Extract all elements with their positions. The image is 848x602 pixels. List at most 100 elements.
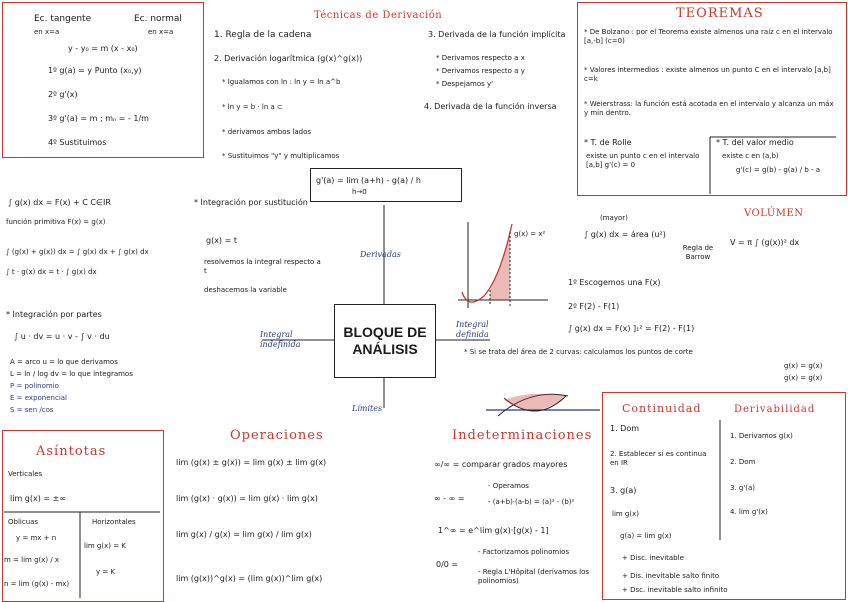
derivative-limit: h→0: [352, 188, 367, 196]
integral-const: ∫ t · g(x) dx = t · ∫ g(x) dx: [6, 268, 97, 276]
indet-4b: - Regla L'Hôpital (derivamos los polinom…: [478, 568, 590, 585]
parabola-graph: [458, 222, 548, 308]
operacion-2: lim (g(x) · g(x)) = lim g(x) · lim g(x): [176, 494, 318, 503]
operacion-4: lim (g(x))^g(x) = (lim g(x))^lim g(x): [176, 574, 323, 583]
oblicuas-formula-1: y = mx + n: [16, 534, 57, 542]
branch-integral-definida: Integral definida: [456, 320, 489, 339]
derivative-definition: g'(a) = lim (a+h) - g(a) / h: [316, 176, 421, 185]
indeterminaciones-title: Indeterminaciones: [452, 428, 593, 443]
discont-1: + Disc. inevitable: [622, 554, 684, 562]
continuidad-5: g(a) = lim g(x): [620, 532, 672, 540]
derivative-definition-box: [310, 168, 462, 202]
bolzano: * De Bolzano : por el Teorema existe alm…: [584, 28, 833, 45]
asintotas-title: Asíntotas: [36, 444, 107, 459]
sustitucion-title: * Integración por sustitución: [194, 198, 308, 207]
tecnica-2a: * Igualamos con ln : ln y = ln a^b: [222, 78, 341, 86]
partes-title: * Integración por partes: [6, 310, 102, 319]
integral-primitive: ∫ g(x) dx = F(x) + C C∈IR: [8, 198, 111, 207]
partes-formula: ∫ u · dv = u · v - ∫ v · du: [14, 332, 110, 341]
indet-2b: - (a+b)·(a-b) = (a)² - (b)²: [488, 498, 575, 506]
valores-intermedios: * Valores intermedios : existe almenos u…: [584, 66, 831, 83]
normal-heading: Ec. normal: [134, 14, 182, 24]
volumen-title: VOLÚMEN: [744, 208, 804, 219]
integral-mayor: (mayor): [600, 214, 628, 222]
indet-2: ∞ - ∞ =: [434, 494, 465, 503]
two-curves: * Si se trata del área de 2 curvas: calc…: [464, 348, 693, 356]
horizontales-label: Horizontales: [92, 518, 136, 526]
tecnica-3b: * Derivamos respecto a y: [436, 67, 525, 75]
derivabilidad-2: 2. Dom: [730, 458, 756, 466]
indet-3: 1^∞ = e^lim g(x)·[g(x) - 1]: [438, 526, 549, 535]
tecnica-2d: * Sustituimos "y" y multiplicamos: [222, 152, 340, 160]
tangent-at: en x=a: [34, 28, 60, 36]
teoremas-box: [577, 2, 847, 196]
continuidad-2: 2. Establecer si es continua en IR: [610, 450, 707, 467]
integral-area: ∫ g(x) dx = área (u²): [584, 230, 666, 239]
discont-2: + Dis. inevitable salto finito: [622, 572, 720, 580]
rolle-desc: existe un punto c en el intervalo [a,b] …: [586, 152, 700, 169]
continuidad-1: 1. Dom: [610, 424, 640, 433]
barrow-step-2: 2º F(2) - F(1): [568, 302, 620, 311]
tvm-desc: existe c en (a,b): [722, 152, 779, 160]
derivabilidad-3: 3. g'(a): [730, 484, 756, 492]
volumen-formula: V = π ∫ (g(x))² dx: [730, 238, 800, 247]
branch-limites: Límites: [352, 404, 383, 413]
derivabilidad-title: Derivabilidad: [734, 404, 816, 415]
weierstrass: * Weierstrass: la función está acotada e…: [584, 100, 834, 117]
indet-4: 0/0 =: [436, 560, 459, 569]
sustitucion-3: deshacemos la variable: [204, 286, 287, 294]
continuidad-title: Continuidad: [622, 402, 702, 415]
continuidad-3: 3. g(a): [610, 486, 637, 495]
operacion-3: lim g(x) / g(x) = lim g(x) / lim g(x): [176, 530, 312, 539]
tecnica-2c: * derivamos ambos lados: [222, 128, 312, 136]
branch-integral-indefinida: Integral indefinida: [260, 330, 301, 349]
tangent-step-2: 2º g'(x): [48, 90, 78, 99]
center-line-2: ANÁLISIS: [352, 341, 418, 357]
tecnica-1: 1. Regla de la cadena: [214, 30, 312, 40]
primitive-def: función primitiva F(x) = g(x): [6, 218, 106, 226]
indet-1: ∞/∞ = comparar grados mayores: [434, 460, 568, 469]
tangent-step-4: 4º Sustituimos: [48, 138, 107, 147]
sustitucion-2: resolvemos la integral respecto a t: [204, 258, 321, 275]
alpes-2: L = ln / log dv = lo que integramos: [10, 370, 133, 378]
tangent-step-3: 3º g'(a) = m ; mₙ = - 1/m: [48, 114, 149, 123]
alpes-5: S = sen /cos: [10, 406, 54, 414]
two-curves-graph: [486, 393, 600, 417]
tecnica-3: 3. Derivada de la función implícita: [428, 30, 566, 39]
alpes-4: E = exponencial: [10, 394, 67, 402]
tecnica-4: 4. Derivada de la función inversa: [424, 102, 557, 111]
cut-1: g(x) = g(x): [784, 362, 823, 370]
branch-derivadas: Derivadas: [360, 250, 401, 259]
discont-3: + Dsc. inevitable salto infinito: [622, 586, 728, 594]
sustitucion-1: g(x) = t: [206, 236, 237, 245]
operaciones-title: Operaciones: [230, 428, 324, 443]
rolle-title: * T. de Rolle: [584, 138, 632, 147]
tecnicas-title: Técnicas de Derivación: [314, 10, 443, 21]
horizontales-formula-2: y = K: [96, 568, 116, 576]
verticales-label: Verticales: [8, 470, 43, 478]
derivabilidad-1: 1. Derivamos g(x): [730, 432, 793, 440]
continuidad-4: lim g(x): [612, 510, 639, 518]
alpes-3: P = polinomio: [10, 382, 59, 390]
center-line-1: BLOQUE DE: [343, 324, 427, 341]
continuidad-box: [602, 392, 846, 600]
oblicuas-label: Oblicuas: [8, 518, 39, 526]
tvm-title: * T. del valor medio: [716, 138, 794, 147]
teoremas-title: TEOREMAS: [676, 6, 764, 21]
horizontales-formula-1: lim g(x) = K: [84, 542, 126, 550]
tangent-box: [2, 2, 204, 158]
tangent-formula: y - y₀ = m (x - x₀): [68, 44, 138, 53]
barrow-step-1: 1º Escogemos una F(x): [568, 278, 661, 287]
tecnica-3c: * Despejamos y': [436, 80, 494, 88]
graph-function-label: g(x) = x²: [514, 230, 546, 238]
derivabilidad-4: 4. lim g'(x): [730, 508, 768, 516]
integral-sum: ∫ (g(x) + g(x)) dx = ∫ g(x) dx + ∫ g(x) …: [6, 248, 149, 256]
barrow-step-3: ∫ g(x) dx = F(x) ]₁² = F(2) - F(1): [568, 324, 695, 333]
normal-at: en x=a: [148, 28, 174, 36]
indet-4a: - Factorizamos polinomios: [478, 548, 570, 556]
oblicuas-formula-2: m = lim g(x) / x: [4, 556, 60, 564]
cut-2: g(x) = g(x): [784, 374, 823, 382]
barrow: Regla de Barrow: [682, 244, 714, 261]
tangent-heading: Ec. tangente: [34, 14, 92, 24]
